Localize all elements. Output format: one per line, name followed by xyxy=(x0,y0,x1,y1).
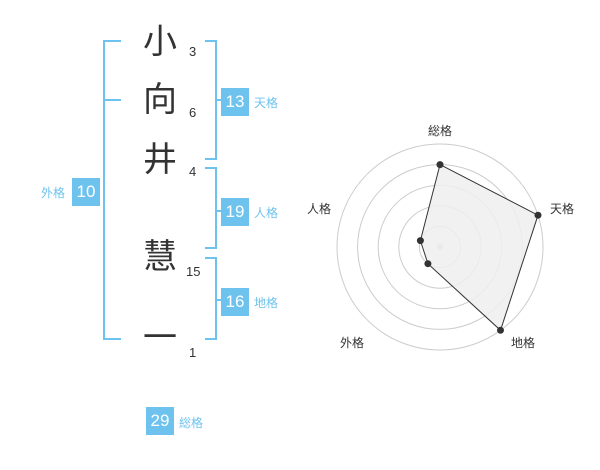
chikaku-label: 地格 xyxy=(254,296,279,310)
gaikaku-value: 10 xyxy=(72,178,100,206)
radar-point-1 xyxy=(436,161,444,169)
radar-point-4 xyxy=(424,260,432,268)
tenkaku-label: 天格 xyxy=(254,96,279,110)
radar-point-3 xyxy=(497,326,504,334)
tenkaku-connector xyxy=(217,99,223,101)
jinkaku-label: 人格 xyxy=(254,206,279,220)
radar-point-2 xyxy=(534,211,542,219)
radar-label-chikaku: 地格 xyxy=(511,336,536,350)
jinkaku-bracket xyxy=(205,167,217,249)
radar-ring-5 xyxy=(336,143,544,351)
name-char-3: 井 xyxy=(143,140,177,180)
stroke-count-3: 4 xyxy=(189,164,197,179)
soukaku-label: 総格 xyxy=(179,416,204,430)
chikaku-bracket xyxy=(205,257,217,340)
gaikaku-divider xyxy=(103,99,121,101)
jinkaku-connector xyxy=(217,210,223,212)
radar-label-gaikaku: 外格 xyxy=(340,336,365,350)
jinkaku-value: 19 xyxy=(221,198,249,226)
gaikaku-bracket xyxy=(103,40,121,340)
stroke-count-1: 3 xyxy=(189,44,197,59)
tenkaku-value: 13 xyxy=(221,88,249,116)
name-char-5: 一 xyxy=(143,318,177,358)
stroke-count-4: 15 xyxy=(186,264,201,279)
chikaku-value: 16 xyxy=(221,288,249,316)
stroke-count-5: 1 xyxy=(189,345,197,360)
stroke-count-2: 6 xyxy=(189,105,197,120)
gaikaku-label: 外格 xyxy=(41,186,66,200)
name-char-4: 慧 xyxy=(143,237,177,277)
radar-area xyxy=(419,163,539,332)
radar-point-5 xyxy=(416,237,424,245)
soukaku-value: 29 xyxy=(146,407,174,435)
tenkaku-bracket xyxy=(205,40,217,160)
radar-label-jinkaku: 人格 xyxy=(307,202,332,216)
name-char-1: 小 xyxy=(143,22,177,62)
chikaku-connector xyxy=(217,299,223,301)
name-char-2: 向 xyxy=(143,80,177,120)
radar-label-soukaku: 総格 xyxy=(428,124,453,138)
radar-label-tenkaku: 天格 xyxy=(550,202,575,216)
